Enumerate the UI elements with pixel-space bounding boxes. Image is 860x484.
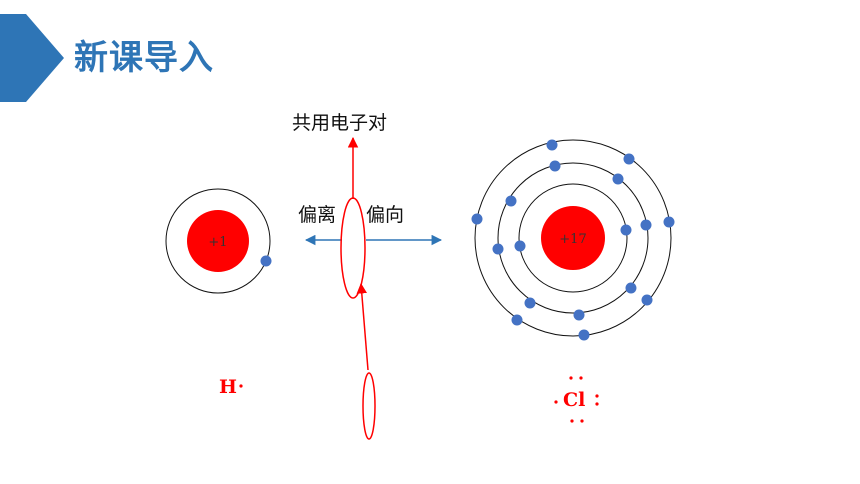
electron-dot xyxy=(570,419,574,423)
chlorine-symbol: Cl xyxy=(563,389,585,411)
page-title: 新课导入 xyxy=(74,38,214,78)
electron xyxy=(546,139,558,151)
chlorine-nucleus-charge: +17 xyxy=(559,232,586,247)
electron xyxy=(663,216,675,228)
electron-dot xyxy=(580,419,584,423)
electron-dot xyxy=(569,376,573,380)
electron xyxy=(620,224,632,236)
chlorine-nucleus xyxy=(541,206,605,270)
electron xyxy=(514,240,526,252)
electron xyxy=(492,243,504,255)
chlorine-atom: +17 xyxy=(471,139,675,341)
header-chevron-icon xyxy=(0,14,64,102)
electron xyxy=(573,309,585,321)
electron xyxy=(612,173,624,185)
chlorine-shell-3 xyxy=(474,139,672,337)
hydrogen-shell-1 xyxy=(165,188,271,294)
shared-pair-label: 共用电子对 xyxy=(292,112,388,134)
electron xyxy=(511,314,523,326)
electron-pair-ellipse-lower xyxy=(362,372,376,440)
electron xyxy=(549,160,561,172)
hydrogen-electron-dot: H xyxy=(219,376,243,398)
hydrogen-atom: +1 xyxy=(165,188,272,294)
electron xyxy=(641,294,653,306)
electron xyxy=(578,329,590,341)
electron xyxy=(260,255,272,267)
electron xyxy=(625,282,637,294)
electron xyxy=(505,195,517,207)
deviate-toward-label: 偏向 xyxy=(366,204,405,226)
pair-motion-arrow xyxy=(356,282,369,371)
hydrogen-nucleus-charge: +1 xyxy=(208,235,227,250)
electron-dot xyxy=(554,400,558,404)
shared-electron-pair-ellipse xyxy=(340,197,366,299)
deviate-away-label: 偏离 xyxy=(298,204,337,226)
chlorine-shell-1 xyxy=(518,183,628,293)
electron xyxy=(524,297,536,309)
electron xyxy=(471,213,483,225)
chlorine-shell-2 xyxy=(497,162,649,314)
hydrogen-nucleus xyxy=(187,210,249,272)
electron-dot xyxy=(595,402,599,406)
electron-dot xyxy=(579,376,583,380)
electron-dot xyxy=(239,384,243,388)
electron xyxy=(640,219,652,231)
electron-dot xyxy=(595,394,599,398)
hydrogen-symbol: H xyxy=(219,376,237,398)
electron xyxy=(623,153,635,165)
chlorine-electron-dot: Cl xyxy=(554,376,599,423)
